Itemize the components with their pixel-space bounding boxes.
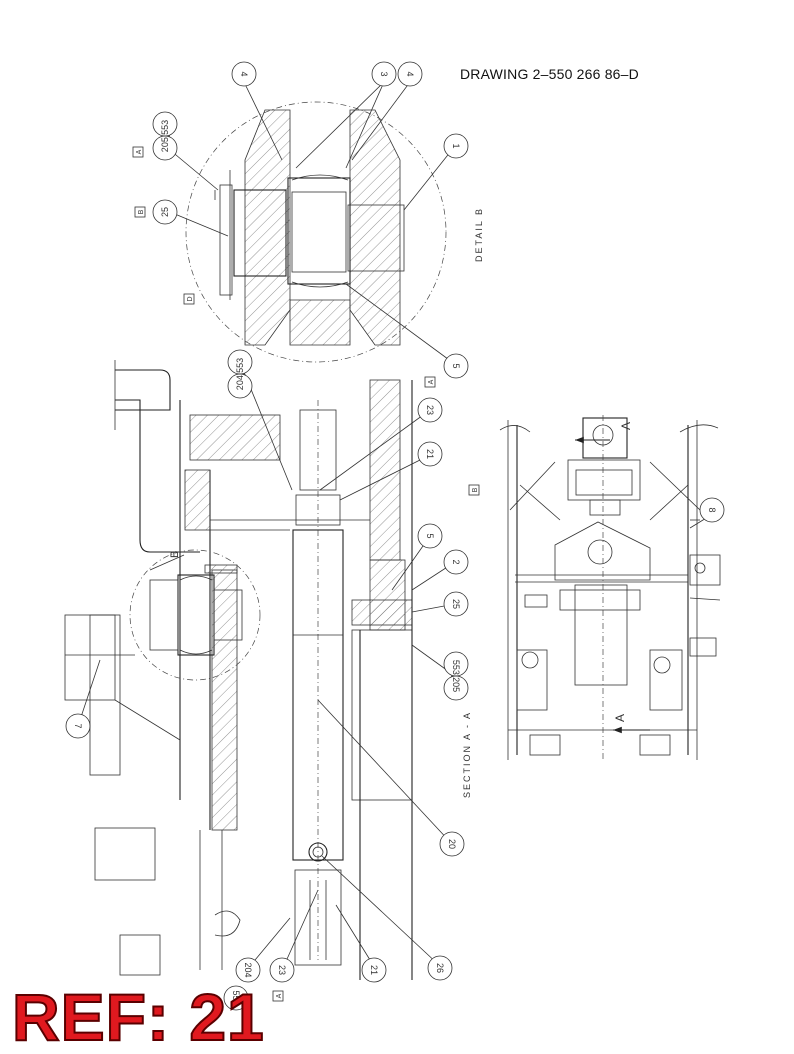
ref-box-d: D [183, 293, 195, 305]
svg-text:A: A [428, 379, 435, 384]
ref-label: REF: 21 [11, 980, 265, 1054]
right-assembly-view [499, 415, 721, 760]
section-arrow-label-top: A [619, 422, 633, 430]
callout-7: 7 [65, 713, 91, 739]
svg-text:553|205: 553|205 [451, 660, 461, 692]
svg-text:A: A [136, 149, 143, 154]
svg-text:23: 23 [425, 405, 435, 415]
section-arrow-label-bottom: A [613, 714, 627, 722]
callout-23-bottom: 23 [269, 957, 295, 983]
callout-4-right: 4 [397, 61, 423, 87]
callout-2: 2 [443, 549, 469, 575]
ref-box-b-top: B [134, 206, 146, 218]
svg-text:A: A [276, 993, 283, 998]
svg-text:26: 26 [435, 963, 445, 973]
callout-20: 20 [439, 831, 465, 857]
svg-text:205|553: 205|553 [160, 120, 170, 152]
svg-text:B: B [138, 209, 145, 214]
drawing-number: DRAWING 2–550 266 86–D [460, 66, 639, 82]
detail-b-label: DETAIL B [474, 207, 484, 262]
svg-text:20: 20 [447, 839, 457, 849]
ref-box-a-bottom: A [272, 990, 284, 1002]
callout-8: 8 [699, 497, 725, 523]
callout-21-top: 21 [417, 441, 443, 467]
svg-text:7: 7 [73, 723, 83, 728]
detail-b-view [169, 81, 456, 363]
callout-23-top: 23 [417, 397, 443, 423]
callout-4-top: 4 [231, 61, 257, 87]
callout-25-top: 25 [152, 199, 178, 225]
svg-text:23: 23 [277, 965, 287, 975]
callout-5-mid: 5 [417, 523, 443, 549]
svg-text:204: 204 [243, 962, 253, 977]
svg-text:3: 3 [379, 71, 389, 76]
callout-5-top: 5 [443, 353, 469, 379]
callout-553-205-mid: 553|205 [443, 651, 469, 701]
svg-text:553: 553 [231, 990, 241, 1005]
svg-text:8: 8 [707, 507, 717, 512]
svg-text:204|553: 204|553 [235, 358, 245, 390]
svg-text:D: D [187, 296, 194, 301]
ref-box-a-mid: A [424, 376, 436, 388]
callout-1: 1 [443, 133, 469, 159]
callout-25-mid: 25 [443, 591, 469, 617]
view-labels: DETAIL B SECTION A - A A A B [169, 207, 633, 798]
detail-ref-b-label: B [169, 551, 181, 558]
ref-box-b-mid: B [468, 484, 480, 496]
svg-text:25: 25 [451, 599, 461, 609]
callout-204-553-top: 204|553 [227, 349, 253, 399]
section-aa-view [64, 360, 456, 980]
callout-205-553-top: 205|553 [152, 111, 178, 161]
svg-text:5: 5 [425, 533, 435, 538]
svg-text:21: 21 [369, 965, 379, 975]
svg-text:2: 2 [451, 559, 461, 564]
callout-26: 26 [427, 955, 453, 981]
callout-204-bottom: 204 [235, 957, 261, 983]
ref-box-a-top: A [132, 146, 144, 158]
svg-text:21: 21 [425, 449, 435, 459]
svg-text:4: 4 [405, 71, 415, 76]
callout-21-bottom: 21 [361, 957, 387, 983]
svg-text:4: 4 [239, 71, 249, 76]
svg-text:1: 1 [451, 143, 461, 148]
callout-553-bottom: 553 [223, 985, 249, 1011]
svg-text:5: 5 [451, 363, 461, 368]
callouts: 4 3 4 1 205|553 25 5 204| [65, 61, 725, 1011]
section-aa-label: SECTION A - A [462, 711, 472, 798]
svg-text:B: B [472, 487, 479, 492]
callout-3-top: 3 [371, 61, 397, 87]
svg-text:25: 25 [160, 207, 170, 217]
reference-boxes: A B D A B A [132, 146, 480, 1002]
